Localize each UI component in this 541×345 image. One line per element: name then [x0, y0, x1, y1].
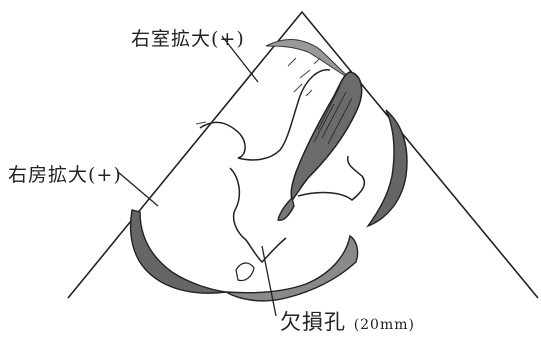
- label-defect-main: 欠損孔: [280, 310, 354, 334]
- lower-wall: [225, 234, 359, 302]
- leader-line-ventricle: [221, 35, 259, 83]
- right-ventricle-cavity: [199, 69, 331, 161]
- sector-outline: [67, 10, 539, 299]
- leader-line-atrium: [117, 171, 159, 207]
- left-heart-wall: [366, 109, 408, 228]
- leader-line-defect: [261, 245, 277, 317]
- right-atrium-wall: [129, 209, 227, 294]
- right-atrium-cavity: [229, 167, 287, 264]
- septum-hatching: [313, 85, 353, 145]
- apex-wall-shading: [265, 39, 353, 81]
- valve-leaflet: [277, 196, 295, 221]
- label-defect-size: (20mm): [353, 317, 415, 333]
- lower-wall-inner: [235, 262, 255, 282]
- label-right-atrium: 右房拡大(+): [8, 164, 122, 186]
- label-defect: 欠損孔 (20mm): [280, 312, 415, 333]
- label-right-ventricle: 右室拡大(+): [131, 28, 245, 50]
- texture-marks: [195, 57, 321, 125]
- left-atrium-outline: [297, 155, 366, 201]
